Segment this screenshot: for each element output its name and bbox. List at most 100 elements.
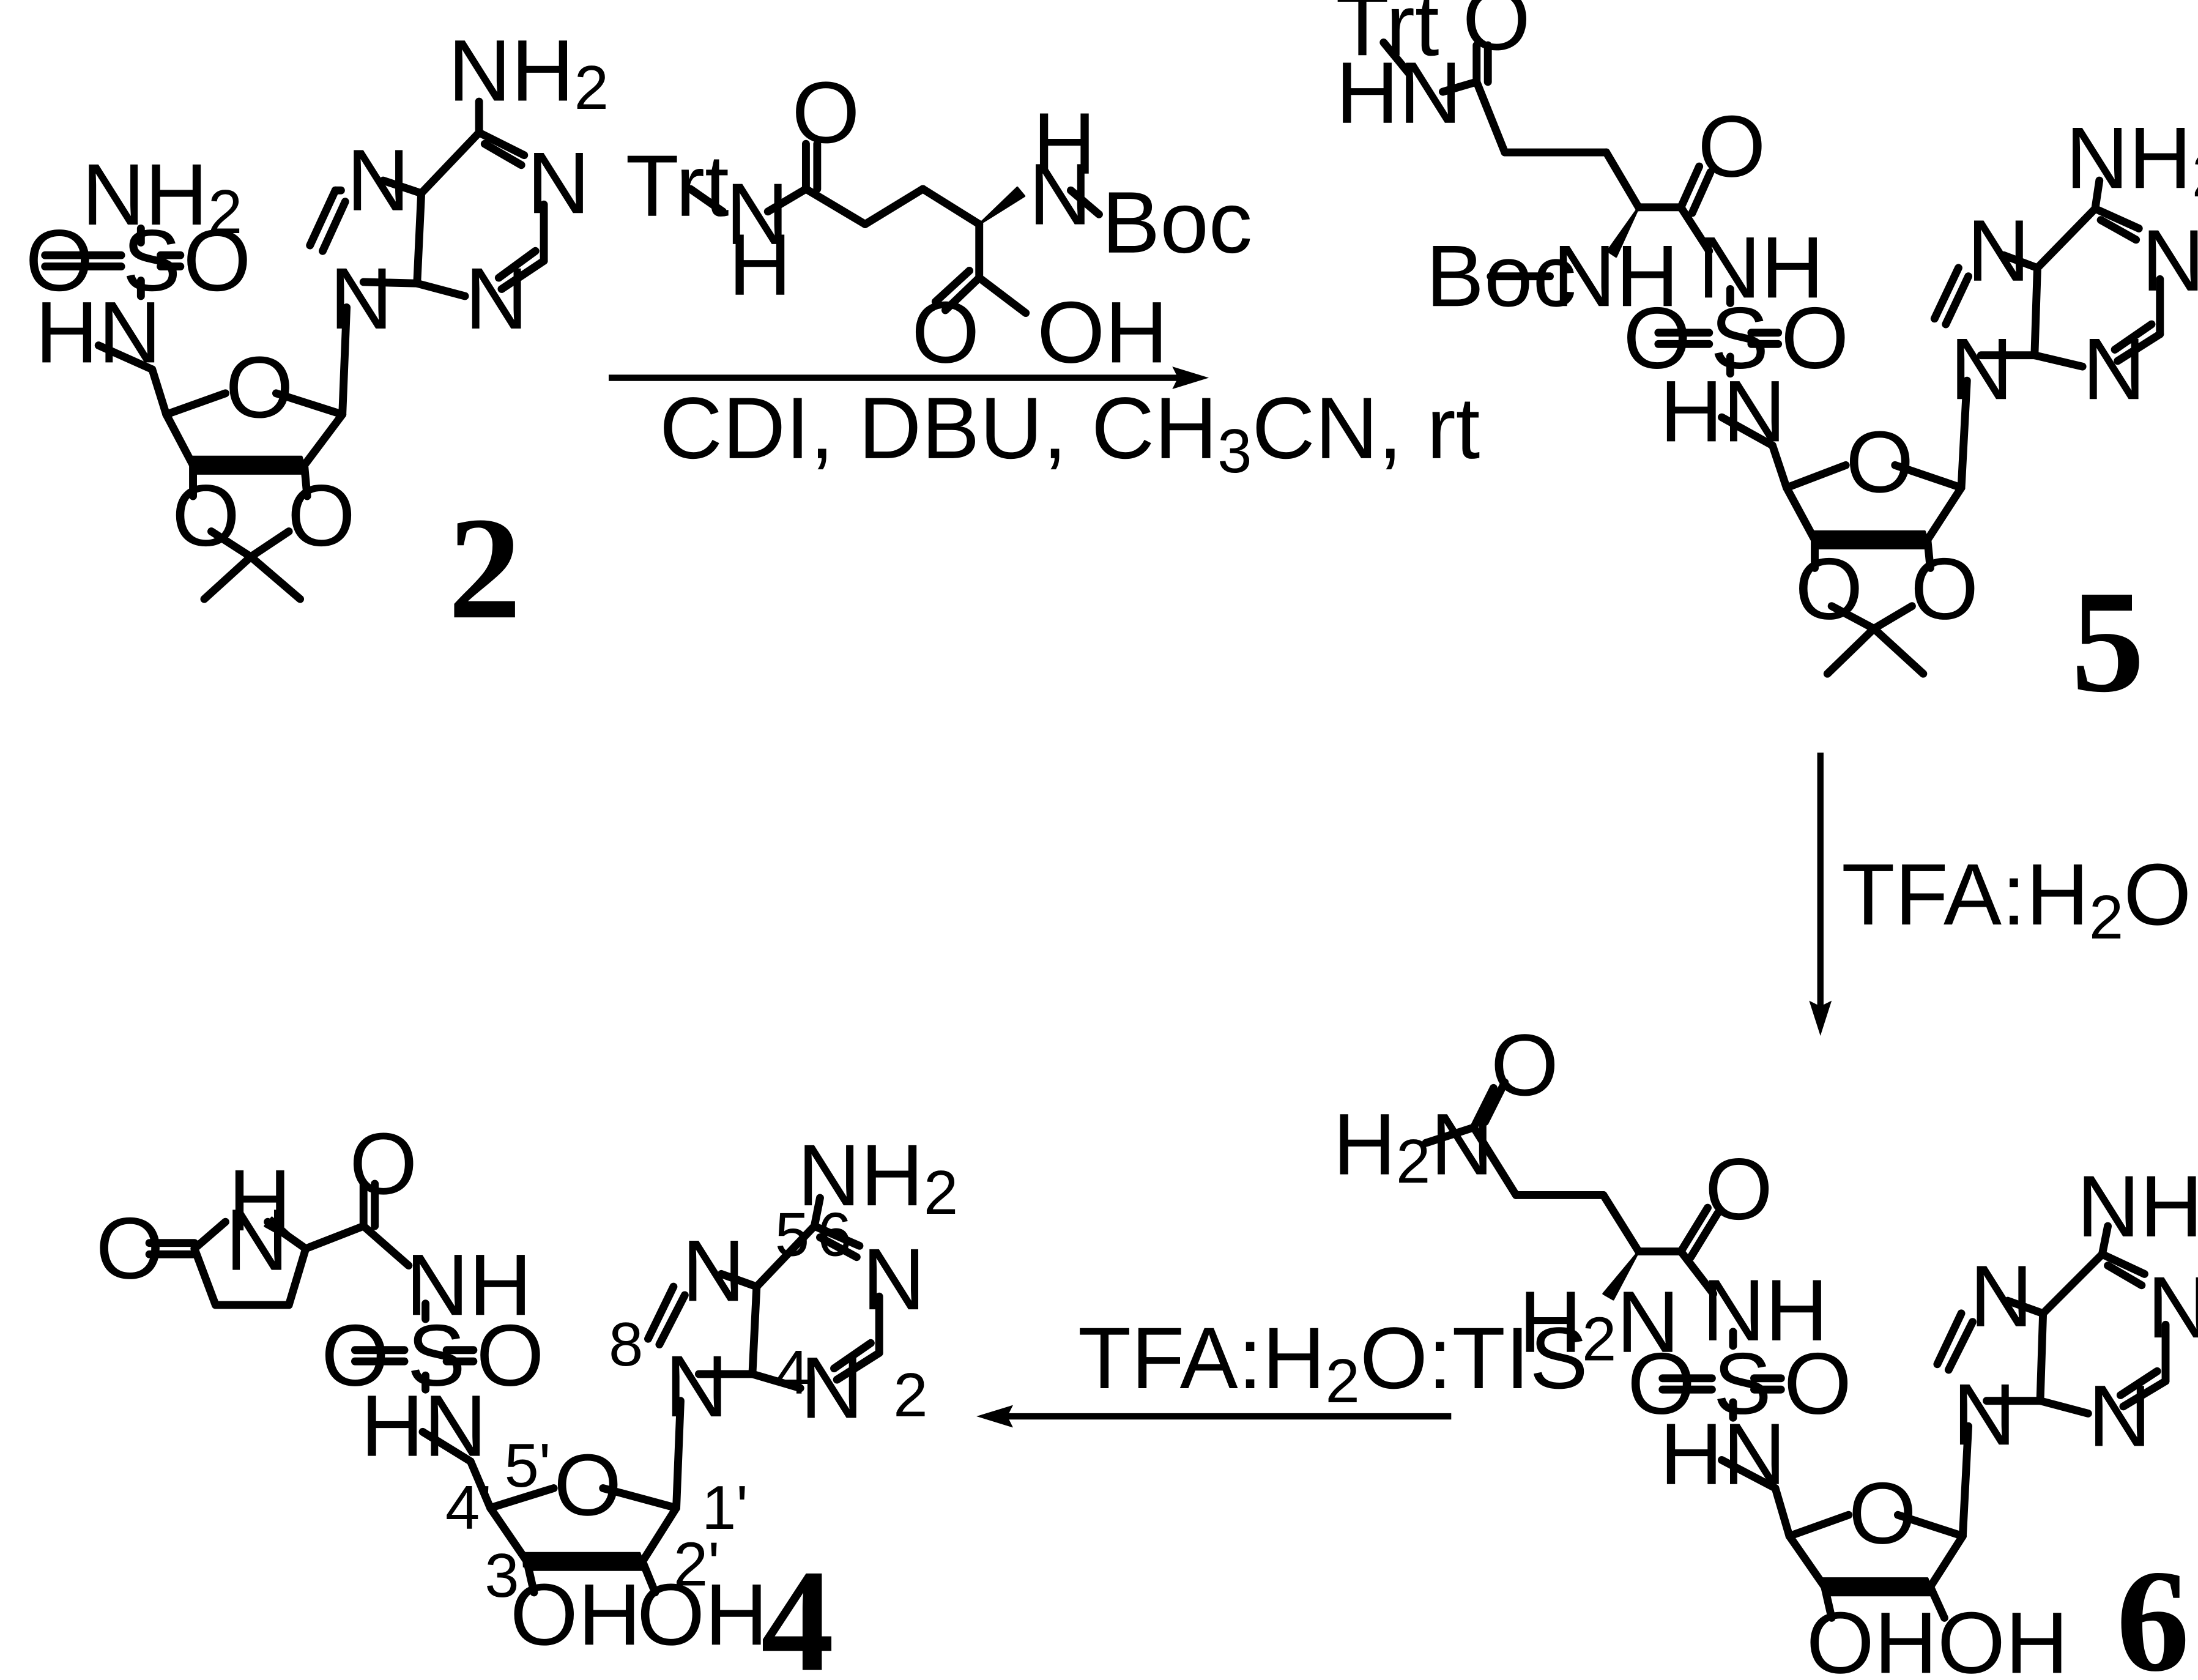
atom-n: N [1970, 1248, 2033, 1345]
compound-2-structure: NH2 O S O HN O O O N N N N NH2 [25, 22, 609, 603]
compound-5-structure: Trt HN O O Boc NH NH O S O HN O O O N N … [1335, 0, 2198, 678]
position-2-prime: 2' [674, 1529, 720, 1599]
atom-o: O [1698, 98, 1765, 195]
atom-oh: OH [637, 1566, 768, 1663]
atom-n: N [330, 250, 393, 348]
position-8: 8 [609, 1310, 643, 1379]
compound-label-4: 4 [761, 1540, 834, 1680]
atom-n: N [2147, 1259, 2198, 1356]
atom-nh: NH [1553, 228, 1679, 325]
atom-n: N [1953, 1366, 2016, 1463]
atom-h: H [228, 1152, 291, 1249]
position-4: 4 [775, 1338, 809, 1407]
reagent-conditions-1: CDI, DBU, CH3CN, rt [659, 380, 1480, 486]
atom-oh: OH [1806, 1594, 1937, 1680]
reagent-conditions-2: TFA:H2O:TIS, rt [1841, 846, 2198, 952]
atom-nh2: NH2 [798, 1127, 959, 1227]
position-2: 2 [893, 1361, 927, 1430]
atom-o: O [1784, 1336, 1852, 1433]
atom-n: N [2088, 1368, 2151, 1465]
atom-nh: NH [1698, 219, 1824, 316]
atom-n: N [800, 1339, 863, 1437]
atom-n: N [2082, 321, 2145, 418]
position-5: 5 [775, 1200, 809, 1269]
atom-o: O [1627, 1336, 1695, 1433]
position-5-prime: 5' [505, 1431, 551, 1500]
position-6: 6 [817, 1200, 852, 1269]
atom-h: H [1033, 95, 1096, 193]
atom-n: N [665, 1338, 728, 1435]
atom-nh: NH [406, 1236, 532, 1334]
atom-hn: HN [361, 1378, 487, 1475]
atom-n: N [226, 1192, 289, 1289]
atom-n: N [2142, 212, 2198, 310]
atom-h2n: H2N [1333, 1096, 1494, 1196]
atom-o: O [1849, 1465, 1917, 1562]
arrow-step-2 [1809, 753, 1832, 1036]
compound-6-structure: H2N O O H2N NH O S O HN O OH OH N N N N … [1333, 1017, 2198, 1680]
atom-o: O [183, 212, 251, 310]
atom-o: O [912, 284, 979, 381]
atom-oh: OH [510, 1566, 641, 1663]
atom-n: N [527, 135, 590, 232]
atom-o: O [476, 1307, 544, 1404]
compound-label-6: 6 [2116, 1540, 2189, 1680]
atom-nh2: NH2 [2065, 110, 2198, 210]
atom-boc: Boc [1426, 228, 1576, 325]
atom-o: O [1463, 0, 1531, 69]
atom-hn: HN [1660, 363, 1786, 460]
atom-o: O [1491, 1017, 1559, 1114]
atom-s: S [1713, 1336, 1772, 1433]
atom-o: O [349, 1115, 417, 1213]
atom-nh: NH [1702, 1262, 1828, 1359]
atom-h2n: H2N [1519, 1273, 1680, 1373]
atom-n: N [726, 166, 789, 263]
atom-n: N [682, 1222, 745, 1320]
atom-n: N [1967, 203, 2030, 300]
atom-s: S [407, 1307, 466, 1404]
atom-hn: HN [1335, 45, 1461, 142]
atom-nh2: NH2 [2077, 1158, 2198, 1258]
compound-label-5: 5 [2071, 560, 2145, 723]
arrow-step-1 [608, 366, 1209, 389]
atom-o: O [288, 467, 355, 565]
atom-o: O [25, 212, 93, 310]
atom-n: N [863, 1231, 926, 1328]
atom-s: S [1710, 290, 1769, 387]
atom-n: N [465, 250, 528, 348]
atom-hn: HN [35, 284, 162, 381]
compound-label-2: 2 [448, 487, 521, 649]
atom-o: O [1623, 290, 1691, 387]
atom-o: O [172, 467, 240, 565]
atom-trt: Trt [1335, 0, 1439, 74]
atom-n: N [347, 132, 410, 229]
atom-hn: HN [1660, 1406, 1786, 1503]
arrow-step-3 [976, 1405, 1452, 1428]
atom-nh2: NH2 [448, 22, 609, 122]
atom-o: O [1781, 290, 1849, 387]
atom-trt: Trt [626, 138, 729, 235]
atom-n: N [1950, 321, 2013, 418]
atom-o: O [96, 1200, 164, 1297]
atom-o: O [1910, 541, 1978, 638]
atom-o: O [1705, 1141, 1773, 1238]
atom-o: O [1795, 541, 1863, 638]
position-4-prime: 4' [445, 1473, 492, 1542]
compound-4-structure: O H N O NH O S O HN O OH OH N N N N NH2 … [96, 1115, 959, 1663]
atom-o: O [226, 339, 294, 436]
atom-boc: Boc [1102, 174, 1252, 272]
atom-oh: OH [1037, 284, 1168, 381]
position-1-prime: 1' [702, 1473, 748, 1542]
reagent-conditions-3: TFA:H2O:TIS [1078, 1310, 1588, 1416]
atom-nh2: NH2 [82, 146, 243, 247]
atom-s: S [122, 212, 180, 310]
atom-o: O [554, 1437, 622, 1534]
atom-o: O [792, 64, 860, 162]
atom-n: N [1028, 146, 1091, 243]
atom-o: O [1846, 414, 1914, 511]
reagent-structure: Trt N H O H N Boc O OH [626, 64, 1253, 381]
position-3-prime: 3' [485, 1541, 531, 1610]
atom-h: H [729, 217, 792, 314]
